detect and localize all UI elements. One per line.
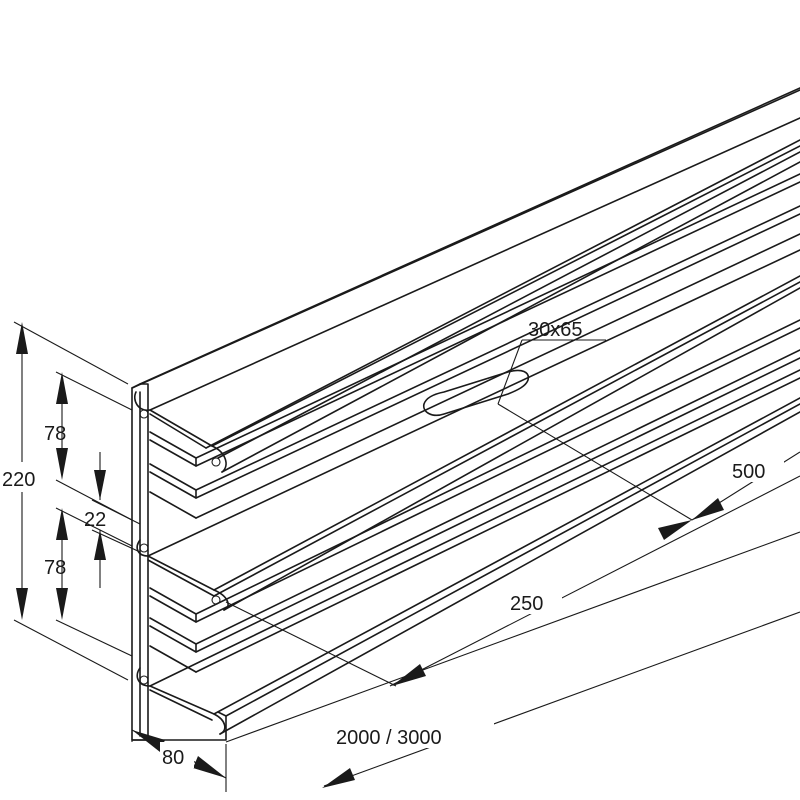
dim-spacing-500: 500 — [497, 403, 800, 521]
dim-depth-label: 80 — [162, 747, 184, 769]
dim-divider: 22 — [84, 452, 141, 588]
dim-lower-chamber-label: 78 — [44, 557, 66, 579]
cutout: 30x65 — [422, 319, 606, 417]
dim-upper-chamber-label: 78 — [44, 423, 66, 445]
dim-divider-label: 22 — [84, 509, 106, 531]
dim-spacing-500-label: 500 — [732, 461, 765, 483]
trunking-profile — [131, 383, 229, 741]
trunking-length-edges — [131, 87, 800, 735]
dim-lower-chamber: 78 — [44, 507, 133, 657]
dim-upper-chamber: 78 — [44, 371, 133, 521]
dim-depth: 80 — [131, 729, 227, 792]
dim-length: 2000 / 3000 — [225, 531, 800, 788]
dim-total-height-label: 220 — [2, 469, 35, 491]
dim-length-label: 2000 / 3000 — [336, 727, 442, 749]
dim-spacing-250-label: 250 — [510, 593, 543, 615]
dim-spacing-250: 250 — [225, 475, 800, 687]
cutout-label: 30x65 — [528, 319, 583, 341]
dim-total-height: 220 — [0, 321, 129, 681]
